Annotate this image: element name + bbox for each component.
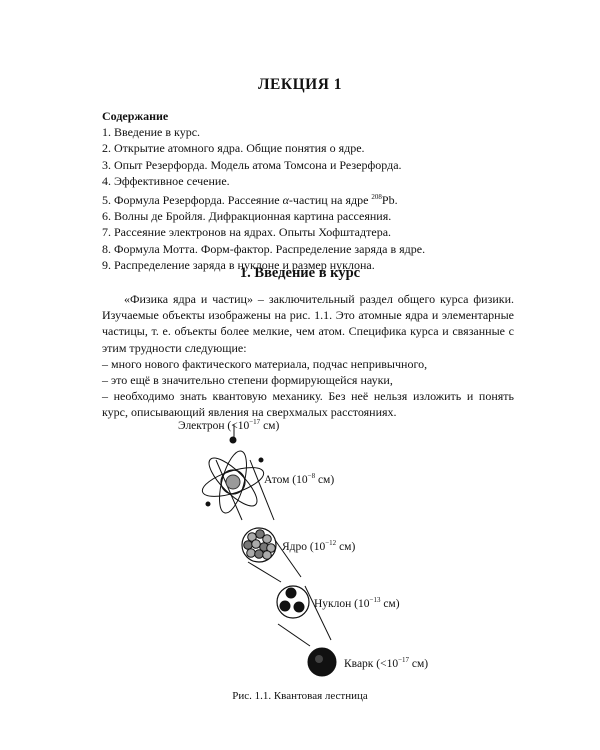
label-atom: Атом (10−8 см) bbox=[264, 472, 335, 486]
contents-item-4: 4. Эффективное сечение. bbox=[102, 173, 230, 188]
paragraph-bullet-3: – необходимо знать квантовую механику. Б… bbox=[102, 389, 514, 420]
figure-caption: Рис. 1.1. Квантовая лестница bbox=[232, 690, 368, 702]
quantum-ladder-figure: Электрон (<10−17 см) Атом (10−8 см) Ядро… bbox=[150, 418, 470, 682]
lead-isotope: 208Pb. bbox=[371, 193, 397, 207]
section-title: 1. Введение в курс bbox=[239, 265, 361, 281]
connector-nucleon-quark-left bbox=[277, 623, 311, 647]
connector-atom-nucleus-right bbox=[249, 459, 275, 521]
atom-core bbox=[225, 474, 241, 490]
contents-item-3: 3. Опыт Резерфорда. Модель атома Томсона… bbox=[102, 157, 402, 172]
atom-nucleus-outline bbox=[220, 469, 246, 495]
contents-item-8: 8. Формула Мотта. Форм-фактор. Распредел… bbox=[102, 241, 426, 256]
contents-item-1: 1. Введение в курс. bbox=[102, 125, 201, 140]
alpha-symbol: α bbox=[282, 193, 289, 208]
contents-item-2: 2. Открытие атомного ядра. Общие понятия… bbox=[102, 141, 365, 156]
orbit-3 bbox=[219, 450, 247, 514]
paragraph-bullet-1: – много нового фактического материала, п… bbox=[102, 356, 428, 371]
quark-icon bbox=[307, 647, 337, 677]
contents-item-7: 7. Рассеяние электронов на ядрах. Опыты … bbox=[102, 225, 392, 240]
quantum-ladder-diagram bbox=[201, 424, 337, 677]
label-quark: Кварк (<10−17 см) bbox=[344, 656, 429, 670]
contents-heading: Содержание bbox=[102, 109, 169, 123]
electron-dot-2 bbox=[258, 457, 264, 463]
contents-item-5: 5. Формула Резерфорда. Рассеяние α-части… bbox=[102, 189, 542, 208]
electron-dot bbox=[229, 436, 237, 444]
label-nucleon: Нуклон (10−13 см) bbox=[314, 596, 400, 610]
connector-nucleus-nucleon-left bbox=[247, 561, 282, 583]
paragraph-bullet-2: – это ещё в значительно степени формирую… bbox=[102, 373, 393, 388]
label-nucleus: Ядро (10−12 см) bbox=[282, 539, 356, 553]
orbit-1 bbox=[201, 467, 265, 497]
contents-item-9: 9. Распределение заряда в нуклоне и разм… bbox=[102, 257, 375, 272]
contents-item-6: 6. Волны де Бройля. Дифракционная картин… bbox=[102, 209, 392, 224]
connector-nucleus-nucleon-right bbox=[274, 539, 302, 578]
orbit-2 bbox=[208, 457, 258, 507]
nucleus-icon bbox=[241, 527, 277, 563]
lead-element: Pb. bbox=[381, 193, 398, 208]
contents-item-5-text: 5. Формула Резерфорда. Рассеяние bbox=[102, 193, 280, 208]
label-electron: Электрон (<10−17 см) bbox=[178, 418, 280, 432]
connector-nucleon-quark-right bbox=[304, 585, 332, 641]
connector-atom-nucleus-left bbox=[215, 459, 243, 521]
section-body: «Физика ядра и частиц» – заключительный … bbox=[102, 291, 514, 421]
lead-mass-number: 208 bbox=[371, 193, 382, 202]
paragraph-intro: «Физика ядра и частиц» – заключительный … bbox=[102, 292, 514, 355]
electron-dot-3 bbox=[205, 501, 211, 507]
nucleon-icon bbox=[276, 585, 310, 619]
contents-item-5-rest: -частиц на ядре bbox=[288, 193, 369, 208]
atom-icon bbox=[201, 436, 265, 514]
table-of-contents: Содержание 1. Введение в курс. 2. Открыт… bbox=[102, 108, 542, 273]
lecture-title: ЛЕКЦИЯ 1 bbox=[257, 76, 343, 93]
